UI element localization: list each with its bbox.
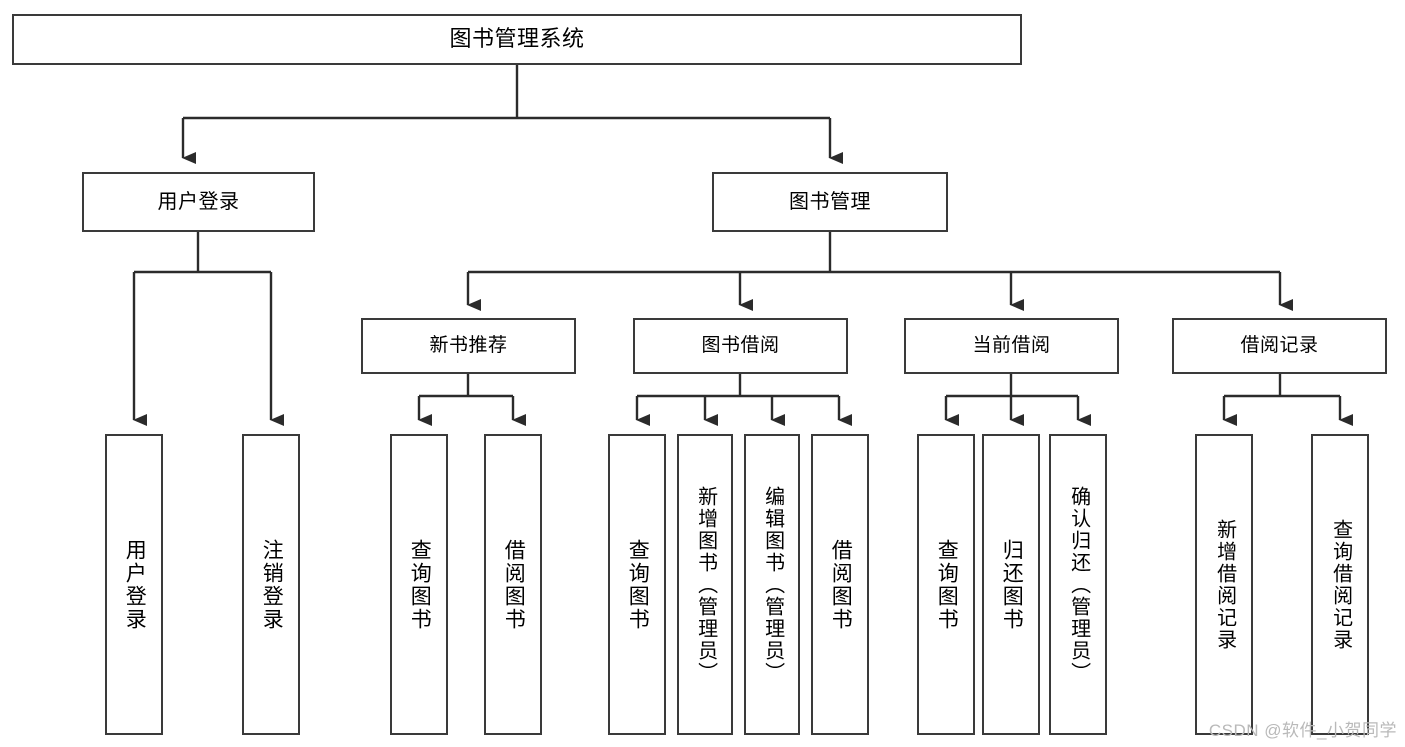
leaf-user-login-signin[interactable]: 用户登录 [105, 434, 163, 735]
leaf-record-add-record-label: 新增借阅记录 [1213, 518, 1236, 651]
node-book-borrow[interactable]: 图书借阅 [633, 318, 848, 374]
leaf-recommend-query-book[interactable]: 查询图书 [390, 434, 448, 735]
leaf-borrow-borrow-book-label: 借阅图书 [829, 538, 853, 631]
leaf-borrow-borrow-book[interactable]: 借阅图书 [811, 434, 869, 735]
node-borrow-record-label: 借阅记录 [1240, 335, 1319, 357]
node-borrow-record[interactable]: 借阅记录 [1172, 318, 1387, 374]
node-new-book-recommend-label: 新书推荐 [429, 335, 508, 357]
node-user-login[interactable]: 用户登录 [82, 172, 315, 232]
leaf-borrow-query-book[interactable]: 查询图书 [608, 434, 666, 735]
leaf-record-add-record[interactable]: 新增借阅记录 [1195, 434, 1253, 735]
leaf-current-confirm-return-label: 确认归还（管理员） [1067, 485, 1090, 684]
leaf-recommend-borrow-book[interactable]: 借阅图书 [484, 434, 542, 735]
leaf-current-query-book[interactable]: 查询图书 [917, 434, 975, 735]
node-current-borrow[interactable]: 当前借阅 [904, 318, 1119, 374]
leaf-borrow-edit-book[interactable]: 编辑图书（管理员） [744, 434, 800, 735]
leaf-current-query-book-label: 查询图书 [935, 538, 959, 631]
leaf-borrow-add-book[interactable]: 新增图书（管理员） [677, 434, 733, 735]
leaf-current-return-book-label: 归还图书 [1000, 538, 1024, 631]
leaf-recommend-borrow-book-label: 借阅图书 [502, 538, 526, 631]
leaf-record-query-record-label: 查询借阅记录 [1329, 518, 1352, 651]
leaf-current-confirm-return[interactable]: 确认归还（管理员） [1049, 434, 1107, 735]
leaf-user-login-signout-label: 注销登录 [260, 538, 284, 631]
leaf-recommend-query-book-label: 查询图书 [408, 538, 432, 631]
node-book-management[interactable]: 图书管理 [712, 172, 948, 232]
node-new-book-recommend[interactable]: 新书推荐 [361, 318, 576, 374]
leaf-borrow-query-book-label: 查询图书 [626, 538, 650, 631]
node-user-login-label: 用户登录 [157, 190, 240, 213]
leaf-borrow-add-book-label: 新增图书（管理员） [694, 485, 717, 684]
leaf-borrow-edit-book-label: 编辑图书（管理员） [761, 485, 784, 684]
node-root[interactable]: 图书管理系统 [12, 14, 1022, 65]
node-book-management-label: 图书管理 [789, 190, 871, 213]
node-root-label: 图书管理系统 [449, 26, 585, 52]
node-current-borrow-label: 当前借阅 [972, 335, 1051, 357]
leaf-user-login-signin-label: 用户登录 [123, 538, 147, 631]
leaf-user-login-signout[interactable]: 注销登录 [242, 434, 300, 735]
node-book-borrow-label: 图书借阅 [701, 335, 780, 357]
leaf-current-return-book[interactable]: 归还图书 [982, 434, 1040, 735]
leaf-record-query-record[interactable]: 查询借阅记录 [1311, 434, 1369, 735]
